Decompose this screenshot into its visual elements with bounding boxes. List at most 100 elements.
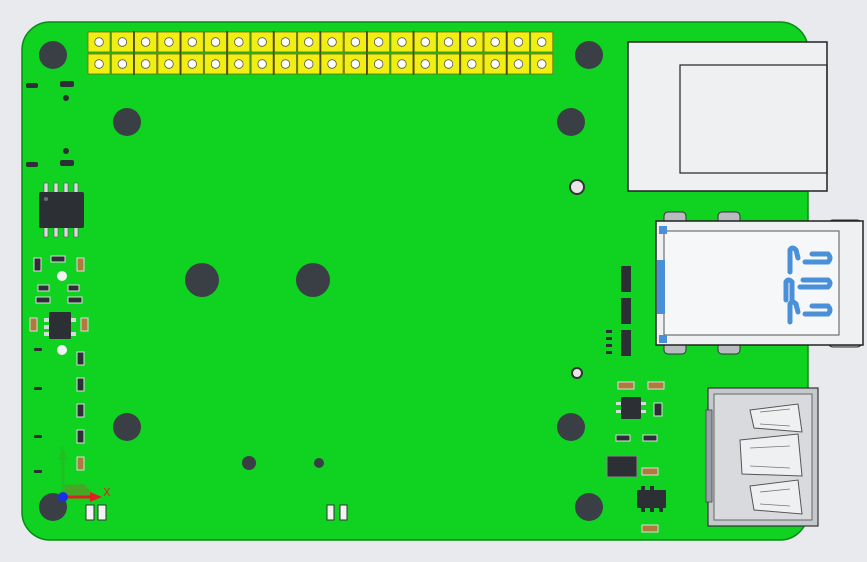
triad-x-label: X (103, 486, 111, 499)
usb3-port (655, 211, 864, 355)
gpio-pin (210, 59, 221, 69)
triad-y-arrowhead (58, 448, 68, 460)
smd-ic (606, 455, 638, 478)
gpio-pin (304, 59, 314, 69)
mounting-hole (575, 493, 603, 521)
coordinate-triad: X Y (57, 443, 111, 502)
smd-resistor (50, 255, 66, 263)
edge-mark (34, 470, 42, 473)
smd-pad (606, 330, 612, 333)
chip-pin (43, 226, 49, 238)
hdmi-line (759, 408, 791, 413)
mounting-hole (242, 456, 256, 470)
left-smd-parts (29, 255, 89, 471)
triad-z-dot (58, 492, 68, 502)
mounting-hole (113, 108, 141, 136)
gpio-pin (280, 59, 291, 69)
usb-inner (663, 230, 840, 336)
usb-blue-insert (659, 335, 667, 343)
smd-pad (339, 504, 348, 521)
right-smd-parts (569, 179, 666, 533)
gpio-pin (94, 37, 104, 47)
smd-resistor (615, 434, 631, 442)
smd-resistor (67, 284, 80, 292)
smd-cap (76, 257, 85, 272)
gpio-pin (257, 59, 267, 69)
ethernet-shell (627, 41, 828, 192)
smd-cap (80, 317, 89, 332)
gpio-pin (490, 59, 500, 69)
edge-mark (26, 162, 38, 167)
chip-pin (70, 332, 76, 336)
smd-cap (617, 381, 635, 390)
mounting-hole (39, 41, 67, 69)
chip-pin (53, 182, 59, 194)
chip-pin (73, 226, 79, 238)
mounting-hole (113, 413, 141, 441)
chip-pin (650, 507, 654, 512)
gpio-pin (187, 37, 197, 47)
smd-resistor (33, 257, 42, 272)
mounting-hole (314, 458, 324, 468)
chip-pin (43, 182, 49, 194)
gpio-pin (350, 37, 361, 47)
hdmi-line (749, 465, 791, 469)
gpio-pin (140, 37, 151, 47)
ethernet-port (627, 41, 828, 192)
usb-contact (783, 277, 795, 303)
gpio-pin (397, 59, 407, 69)
chip-pin1-dot (44, 197, 48, 201)
smd-resistor (76, 429, 85, 444)
chip-pin (63, 226, 69, 238)
smd-pad (85, 504, 95, 521)
smd-resistor (76, 377, 85, 392)
edge-mark (60, 81, 74, 87)
chip-pin (70, 318, 76, 322)
gpio-pin (164, 37, 174, 47)
smd-resistor (642, 434, 658, 442)
mounting-hole (575, 41, 603, 69)
hdmi-contact (749, 479, 803, 515)
smd-resistor (76, 403, 85, 418)
sot-chip (49, 312, 71, 339)
smd-pad (97, 504, 107, 521)
hdmi-line (759, 488, 791, 493)
gpio-pin (234, 37, 244, 47)
smd-cap (641, 524, 659, 533)
smd-resistor (37, 284, 50, 292)
chip-pin (44, 318, 50, 322)
smd-cap (29, 317, 38, 332)
gpio-pin (117, 59, 128, 69)
hdmi-line (749, 445, 791, 449)
gpio-pin (140, 59, 151, 69)
hdmi-contact (739, 433, 803, 477)
chip-pin (44, 332, 50, 336)
test-pad (57, 345, 67, 355)
gpio-pin (373, 59, 384, 69)
chip-pin (616, 402, 622, 405)
gpio-pin (117, 37, 128, 47)
edge-mark (34, 435, 42, 438)
gpio-pin (537, 37, 547, 47)
chip-pin (73, 182, 79, 194)
sot-chip (637, 490, 666, 508)
gpio-pin (443, 59, 454, 69)
chip-pin (650, 486, 654, 491)
usb-contact (802, 303, 833, 317)
left-edge-marks (26, 81, 74, 473)
gpio-pin (443, 37, 454, 47)
ethernet-opening (679, 64, 828, 174)
via (63, 95, 69, 101)
smd-ic (621, 330, 631, 356)
chip-pin (63, 182, 69, 194)
test-point (569, 179, 585, 195)
test-point (571, 367, 583, 379)
edge-mark (60, 160, 74, 166)
edge-mark (34, 387, 42, 390)
mounting-hole (185, 263, 219, 297)
chip-pin (640, 410, 646, 413)
hdmi-contact (749, 403, 803, 433)
gpio-pin (490, 37, 500, 47)
gpio-pin (304, 37, 314, 47)
gpio-pin (420, 37, 430, 47)
